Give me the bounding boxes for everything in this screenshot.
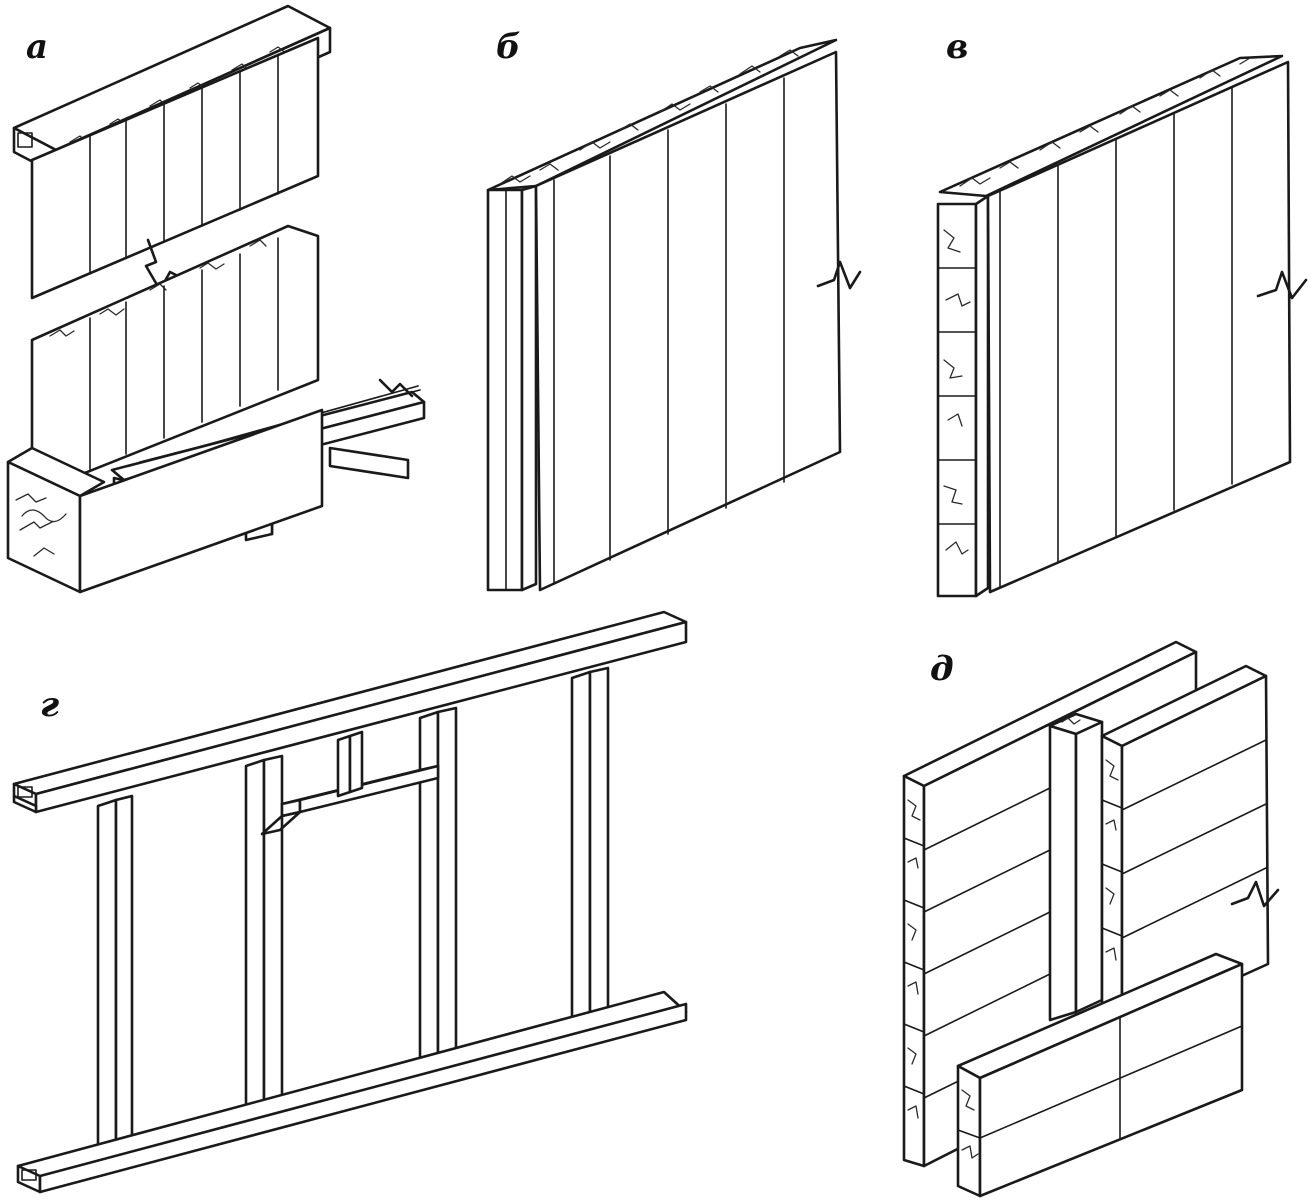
edge-blocks-v [937,229,977,555]
edge-blocks-d-front [957,1089,981,1159]
grain-pattern-a-mid [49,239,267,337]
figure-d-horizontal-board-wall [902,640,1280,1198]
board-joints-v [999,87,1233,589]
grain-pattern-v-top [959,57,1251,187]
edge-blocks-d-right [1101,759,1123,961]
figure-label-b: б [496,27,521,67]
window-header [260,730,440,836]
figure-label-v: в [946,27,969,67]
upper-board-joints [89,55,279,275]
figure-b-board-wall [486,38,862,592]
lower-board-joints [89,237,279,471]
figure-g-timber-frame [12,610,688,1194]
figure-a-panel-wall [6,4,426,594]
foundation-block [6,408,324,594]
board-joints-b [553,77,785,585]
figure-v-board-wall [936,54,1308,598]
edge-blocks-d-left [903,799,925,1119]
figure-label-a: а [26,27,49,67]
figure-label-g: г [40,685,60,725]
grain-pattern-b-top [499,49,799,185]
board-joints-d-right [1121,739,1267,939]
figure-label-d: д [930,649,954,689]
frame-studs [96,666,610,1158]
